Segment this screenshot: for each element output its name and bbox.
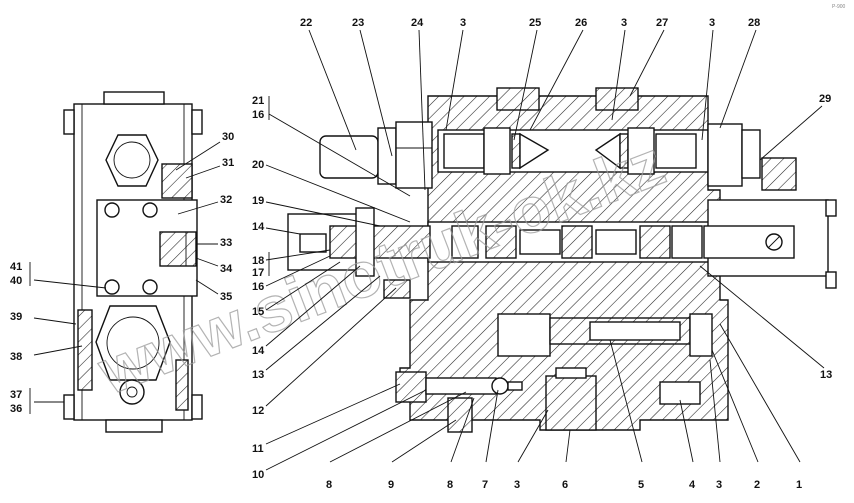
callout-22: 22 <box>300 17 312 29</box>
leader-lines <box>29 29 825 471</box>
callout-12: 12 <box>252 405 264 417</box>
callout-3-bottom-2: 3 <box>716 479 722 491</box>
plug-9 <box>447 397 473 433</box>
callout-11: 11 <box>252 443 264 455</box>
callout-41: 41 <box>10 261 22 273</box>
callout-3-top-1: 3 <box>460 17 466 29</box>
callout-34: 34 <box>220 263 233 275</box>
plug-4 <box>659 381 701 405</box>
plug-33 <box>159 231 197 267</box>
callout-32: 32 <box>220 194 232 206</box>
callout-33: 33 <box>220 237 232 249</box>
callout-5: 5 <box>638 479 644 491</box>
fitting-28 <box>707 123 743 187</box>
callout-3-top-3: 3 <box>709 17 715 29</box>
callout-16-lower: 16 <box>252 281 264 293</box>
callout-labels: 22 23 24 3 25 26 3 27 3 28 29 21 16 20 1… <box>10 17 832 491</box>
corner-mark: P-900 <box>832 4 846 10</box>
callout-1: 1 <box>796 479 802 491</box>
callout-8-right: 8 <box>447 479 453 491</box>
callout-35: 35 <box>220 291 232 303</box>
callout-17: 17 <box>252 267 264 279</box>
callout-15: 15 <box>252 306 264 318</box>
callout-40: 40 <box>10 275 22 287</box>
plug-6 <box>545 375 597 431</box>
callout-6: 6 <box>562 479 568 491</box>
callout-23: 23 <box>352 17 364 29</box>
callout-3-bottom-1: 3 <box>514 479 520 491</box>
callout-21: 21 <box>252 95 264 107</box>
callout-37: 37 <box>10 389 22 401</box>
callout-10: 10 <box>252 469 264 481</box>
callout-28: 28 <box>748 17 760 29</box>
callout-26: 26 <box>575 17 587 29</box>
callout-36: 36 <box>10 403 22 415</box>
callout-7: 7 <box>482 479 488 491</box>
callout-31: 31 <box>222 157 234 169</box>
callout-14-lower: 14 <box>252 345 265 357</box>
fitting-22 <box>319 135 379 179</box>
callout-16-upper: 16 <box>252 109 264 121</box>
callout-18: 18 <box>252 255 264 267</box>
callout-8-left: 8 <box>326 479 332 491</box>
callout-13-left: 13 <box>252 369 264 381</box>
callout-24: 24 <box>411 17 424 29</box>
callout-4: 4 <box>689 479 696 491</box>
callout-14-upper: 14 <box>252 221 265 233</box>
bottom-lug <box>105 419 163 433</box>
callout-19: 19 <box>252 195 264 207</box>
side-view <box>63 91 203 433</box>
callout-29: 29 <box>819 93 831 105</box>
callout-3-top-2: 3 <box>621 17 627 29</box>
top-lug <box>103 91 165 105</box>
callout-9: 9 <box>388 479 394 491</box>
callout-27: 27 <box>656 17 668 29</box>
callout-30: 30 <box>222 131 234 143</box>
callout-39: 39 <box>10 311 22 323</box>
bracket-38 <box>77 309 93 391</box>
callout-25: 25 <box>529 17 541 29</box>
relief-valve <box>497 313 551 357</box>
callout-2: 2 <box>754 479 760 491</box>
callout-13-right: 13 <box>820 369 832 381</box>
callout-38: 38 <box>10 351 22 363</box>
section-view <box>287 87 837 433</box>
callout-20: 20 <box>252 159 264 171</box>
